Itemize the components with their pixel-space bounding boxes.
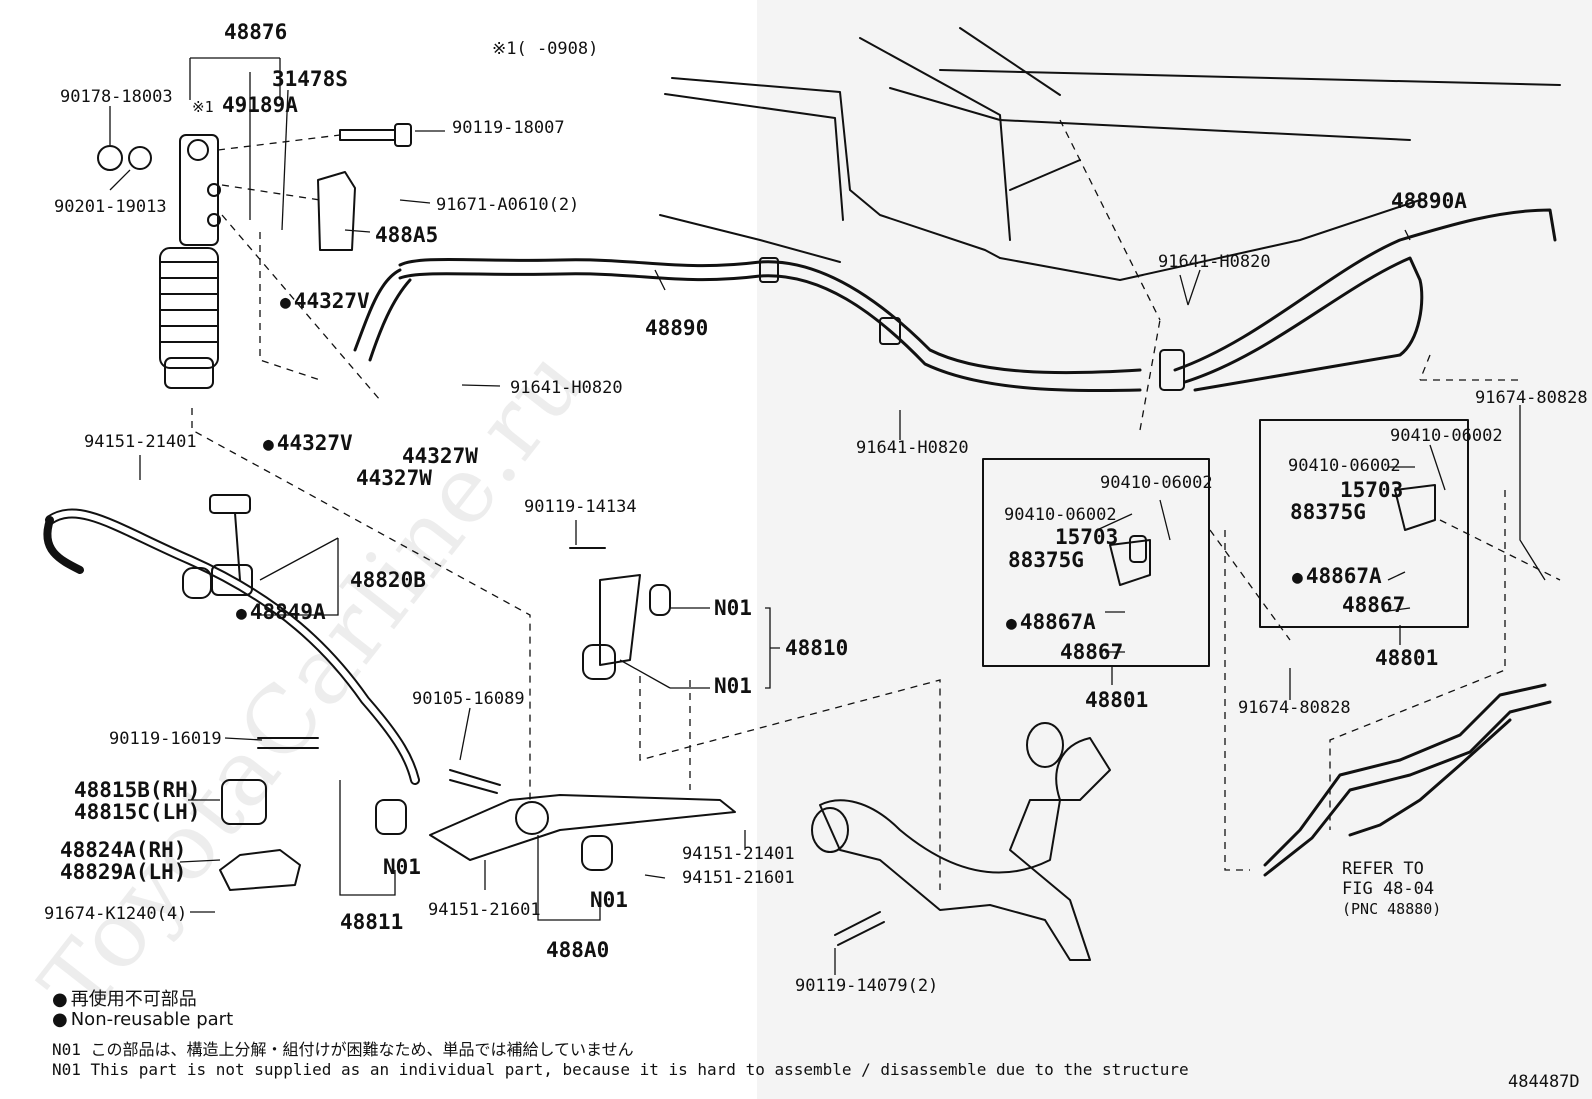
part-label-48811[interactable]: 48811 [340, 910, 404, 934]
part-label-94151-21401-a[interactable]: 94151-21401 [84, 432, 197, 452]
part-label-44327w-b[interactable]: 44327W [356, 466, 432, 490]
legend-n01-en: N01 This part is not supplied as an indi… [52, 1060, 1189, 1079]
part-label-90119-18007[interactable]: 90119-18007 [452, 118, 565, 138]
part-label-49189a[interactable]: 49189A [222, 93, 298, 117]
part-label-488a5[interactable]: 488A5 [375, 223, 439, 247]
part-label-90410-06002-d[interactable]: 90410-06002 [1288, 456, 1401, 476]
figure-id: 484487D [1508, 1072, 1580, 1092]
part-label-90410-06002-c[interactable]: 90410-06002 [1390, 426, 1503, 446]
part-label-48876[interactable]: 48876 [224, 20, 288, 44]
part-label-48867a-a[interactable]: 48867A [1006, 612, 1096, 633]
part-label-48815c[interactable]: 48815C(LH) [74, 800, 201, 824]
part-label-90119-14134[interactable]: 90119-14134 [524, 497, 637, 517]
part-label-n01-d[interactable]: N01 [590, 888, 628, 912]
part-label-48867-a[interactable]: 48867 [1060, 640, 1124, 664]
part-label-48810[interactable]: 48810 [785, 636, 849, 660]
part-label-48815b[interactable]: 48815B(RH) [74, 778, 201, 802]
part-label-44327v-upper[interactable]: 44327V [280, 291, 370, 312]
part-label-90178-18003[interactable]: 90178-18003 [60, 87, 173, 107]
part-label-90201-19013[interactable]: 90201-19013 [54, 197, 167, 217]
part-label-48867a-b[interactable]: 48867A [1292, 566, 1382, 587]
part-label-44327w-a[interactable]: 44327W [402, 444, 478, 468]
part-label-91674-80828-a[interactable]: 91674-80828 [1475, 388, 1588, 408]
part-label-90410-06002-a[interactable]: 90410-06002 [1100, 473, 1213, 493]
part-label-48820b[interactable]: 48820B [350, 568, 426, 592]
part-label-n01-c[interactable]: N01 [383, 855, 421, 879]
part-label-90119-16019[interactable]: 90119-16019 [109, 729, 222, 749]
part-label-31478s[interactable]: 31478S [272, 67, 348, 91]
part-label-48890[interactable]: 48890 [645, 316, 709, 340]
box-48801-b [1259, 419, 1469, 628]
part-label-48867-b[interactable]: 48867 [1342, 593, 1406, 617]
part-label-48824a[interactable]: 48824A(RH) [60, 838, 187, 862]
part-label-91671-a0610[interactable]: 91671-A0610(2) [436, 195, 580, 215]
part-label-91674-80828-b[interactable]: 91674-80828 [1238, 698, 1351, 718]
part-label-94151-21601-a[interactable]: 94151-21601 [428, 900, 541, 920]
part-label-488a0[interactable]: 488A0 [546, 938, 610, 962]
refer-line-2: FIG 48-04 [1342, 879, 1435, 899]
part-label-44327v-lower[interactable]: 44327V [263, 433, 353, 454]
part-mark-49189a: ※1 [192, 98, 214, 116]
part-label-90119-14079[interactable]: 90119-14079(2) [795, 976, 939, 996]
legend-n01-jp: N01 この部品は、構造上分解・組付けが困難なため、単品では補給していません [52, 1040, 634, 1059]
legend-nonreusable-jp: 再使用不可部品 [52, 985, 197, 1011]
part-label-90105-16089[interactable]: 90105-16089 [412, 689, 525, 709]
part-label-94151-21401-b[interactable]: 94151-21401 [682, 844, 795, 864]
part-label-48890a[interactable]: 48890A [1391, 189, 1467, 213]
part-label-94151-21601-b[interactable]: 94151-21601 [682, 868, 795, 888]
legend-nonreusable-en: Non-reusable part [52, 1009, 233, 1030]
part-label-48849a[interactable]: 48849A [236, 602, 326, 623]
part-label-48801-b[interactable]: 48801 [1375, 646, 1439, 670]
part-label-n01-b[interactable]: N01 [714, 674, 752, 698]
box-48801-a [982, 458, 1210, 667]
shock-absorber-48876 [159, 134, 221, 389]
part-label-90410-06002-b[interactable]: 90410-06002 [1004, 505, 1117, 525]
part-label-91641-h0820-b[interactable]: 91641-H0820 [856, 438, 969, 458]
part-label-15703-a[interactable]: 15703 [1055, 525, 1119, 549]
refer-line-1: REFER TO [1342, 859, 1424, 879]
part-label-91641-h0820-a[interactable]: 91641-H0820 [510, 378, 623, 398]
vehicle-body-outline [659, 27, 1561, 281]
part-label-48801-a[interactable]: 48801 [1085, 688, 1149, 712]
part-label-15703-b[interactable]: 15703 [1340, 478, 1404, 502]
part-label-91641-h0820-c[interactable]: 91641-H0820 [1158, 252, 1271, 272]
refer-line-3: (PNC 48880) [1342, 900, 1442, 918]
note-top: ※1( -0908) [492, 39, 599, 59]
part-label-91674-k1240[interactable]: 91674-K1240(4) [44, 904, 188, 924]
part-label-88375g-b[interactable]: 88375G [1290, 500, 1366, 524]
shaded-region [757, 0, 1592, 1099]
part-label-88375g-a[interactable]: 88375G [1008, 548, 1084, 572]
part-label-n01-a[interactable]: N01 [714, 596, 752, 620]
part-label-48829a[interactable]: 48829A(LH) [60, 860, 187, 884]
